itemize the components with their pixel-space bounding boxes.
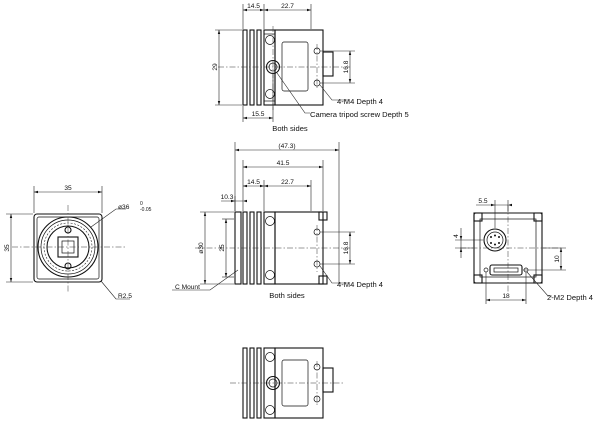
top-view: 14.5 22.7 29 16.8 15.5 4-M4 Depth 4 Came… [212,3,409,133]
rear-view: 5.5 4 10 18 2-M2 Depth 4 [453,198,593,304]
top-view-connector [322,51,334,77]
callout-side-mount-holes: 4-M4 Depth 4 [337,280,383,289]
top-view-label-plate [281,41,309,92]
dim-rear-top: 5.5 [478,198,487,205]
screw-hole [483,267,489,273]
dim-top-15-5: 15.5 [252,111,265,118]
caption-side-both-sides: Both sides [269,291,305,300]
dim-rear-bottom: 18 [502,293,510,300]
dim-side-diameter: ø30 [198,242,205,254]
dim-side-body: 41.5 [277,160,290,167]
side-view: (47.3) 41.5 14.5 22.7 10.3 ø30 [172,142,383,300]
dim-lens-tol-lower: -0.05 [140,207,152,213]
dim-side-14-5: 14.5 [247,179,260,186]
dim-side-overall: (47.3) [278,143,295,150]
callout-tripod-screw: Camera tripod screw Depth 5 [310,110,409,119]
callout-top-mount-holes: 4-M4 Depth 4 [337,97,383,106]
dim-corner-radius: R2.5 [118,293,132,300]
dim-side-16-8: 16.8 [343,241,350,254]
dim-front-height: 35 [4,244,11,252]
dim-top-29: 29 [212,63,219,71]
dim-top-16-8: 16.8 [343,60,350,73]
dim-top-14-5: 14.5 [247,3,260,10]
dim-front-width: 35 [64,185,72,192]
dim-side-22-7: 22.7 [281,179,294,186]
top-view-fins [242,29,276,106]
dim-side-25: 25 [219,244,226,252]
front-view: 35 35 ø36 0 -0.05 R2.5 [4,185,152,300]
top-view-hole [265,89,275,99]
top-view-hole [265,35,275,45]
dim-lens-diameter: ø36 [118,204,130,211]
dim-side-10-3: 10.3 [221,194,234,201]
dim-rear-right: 10 [554,255,561,263]
callout-rear-holes: 2-M2 Depth 4 [547,293,593,302]
callout-c-mount: C Mount [175,284,200,291]
dim-top-22-7: 22.7 [281,3,294,10]
dim-rear-left: 4 [453,234,460,238]
bottom-view [230,347,345,419]
caption-top-both-sides: Both sides [272,124,308,133]
dim-lens-tol-upper: 0 [140,201,143,207]
usb-connector [489,264,523,276]
power-connector [483,228,507,252]
